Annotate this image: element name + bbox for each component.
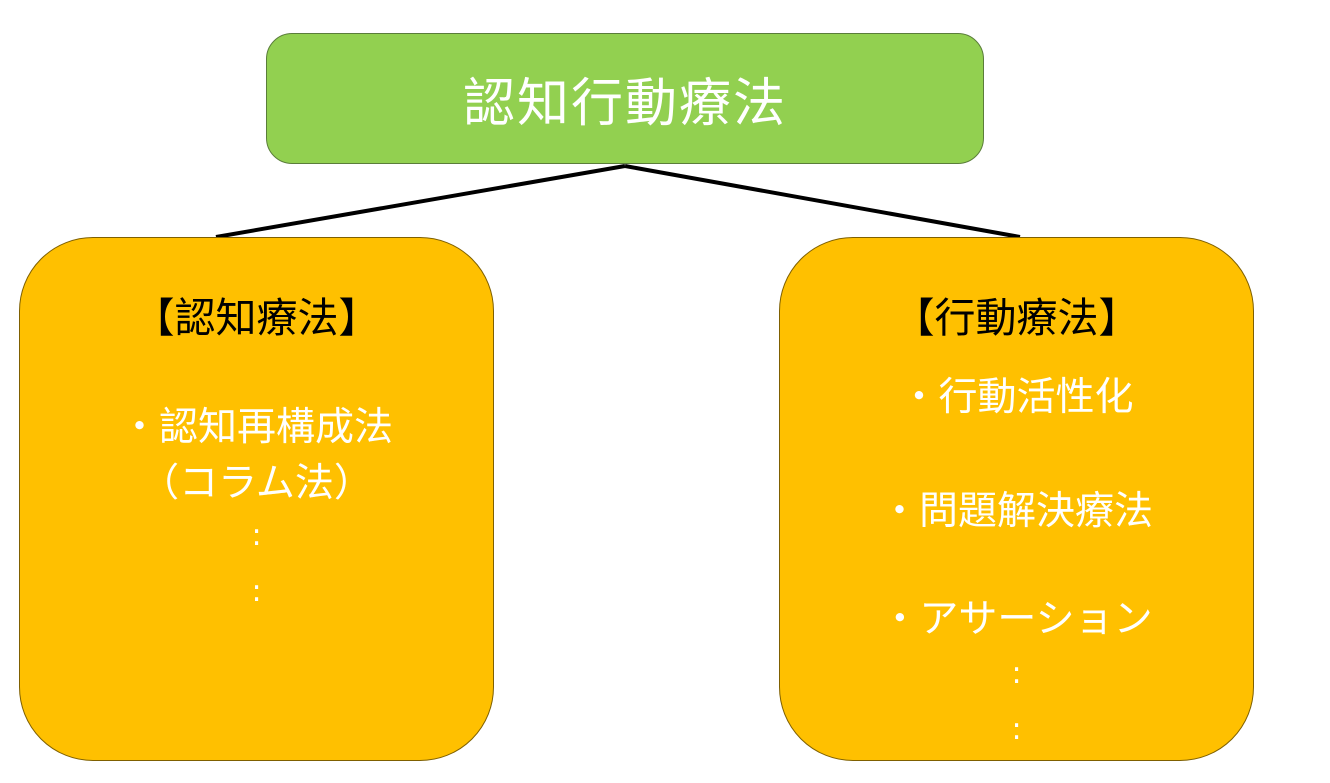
item-problem-solving-therapy: ・問題解決療法 bbox=[879, 489, 1153, 534]
item-column-method: （コラム法） bbox=[140, 461, 373, 506]
continuation-dot: : bbox=[1011, 712, 1022, 747]
item-behavioral-activation: ・行動活性化 bbox=[899, 375, 1134, 420]
root-node-title: 認知行動療法 bbox=[462, 74, 787, 134]
continuation-dot: : bbox=[251, 574, 262, 609]
branch-node-cognitive-therapy: 【認知療法】 ・認知再構成法 （コラム法） : : bbox=[19, 237, 494, 761]
connector-right bbox=[624, 164, 1021, 239]
branch-title-cognitive: 【認知療法】 bbox=[133, 294, 380, 342]
branch-title-behavior: 【行動療法】 bbox=[893, 294, 1140, 342]
root-node-cbt: 認知行動療法 bbox=[266, 33, 984, 164]
continuation-dot: : bbox=[1011, 656, 1022, 691]
connector-left bbox=[215, 164, 626, 239]
item-cognitive-restructuring: ・認知再構成法 bbox=[119, 405, 393, 450]
branch-node-behavior-therapy: 【行動療法】 ・行動活性化 ・問題解決療法 ・アサーション : : bbox=[779, 237, 1254, 761]
continuation-dot: : bbox=[251, 518, 262, 553]
item-assertion: ・アサーション bbox=[880, 597, 1153, 642]
